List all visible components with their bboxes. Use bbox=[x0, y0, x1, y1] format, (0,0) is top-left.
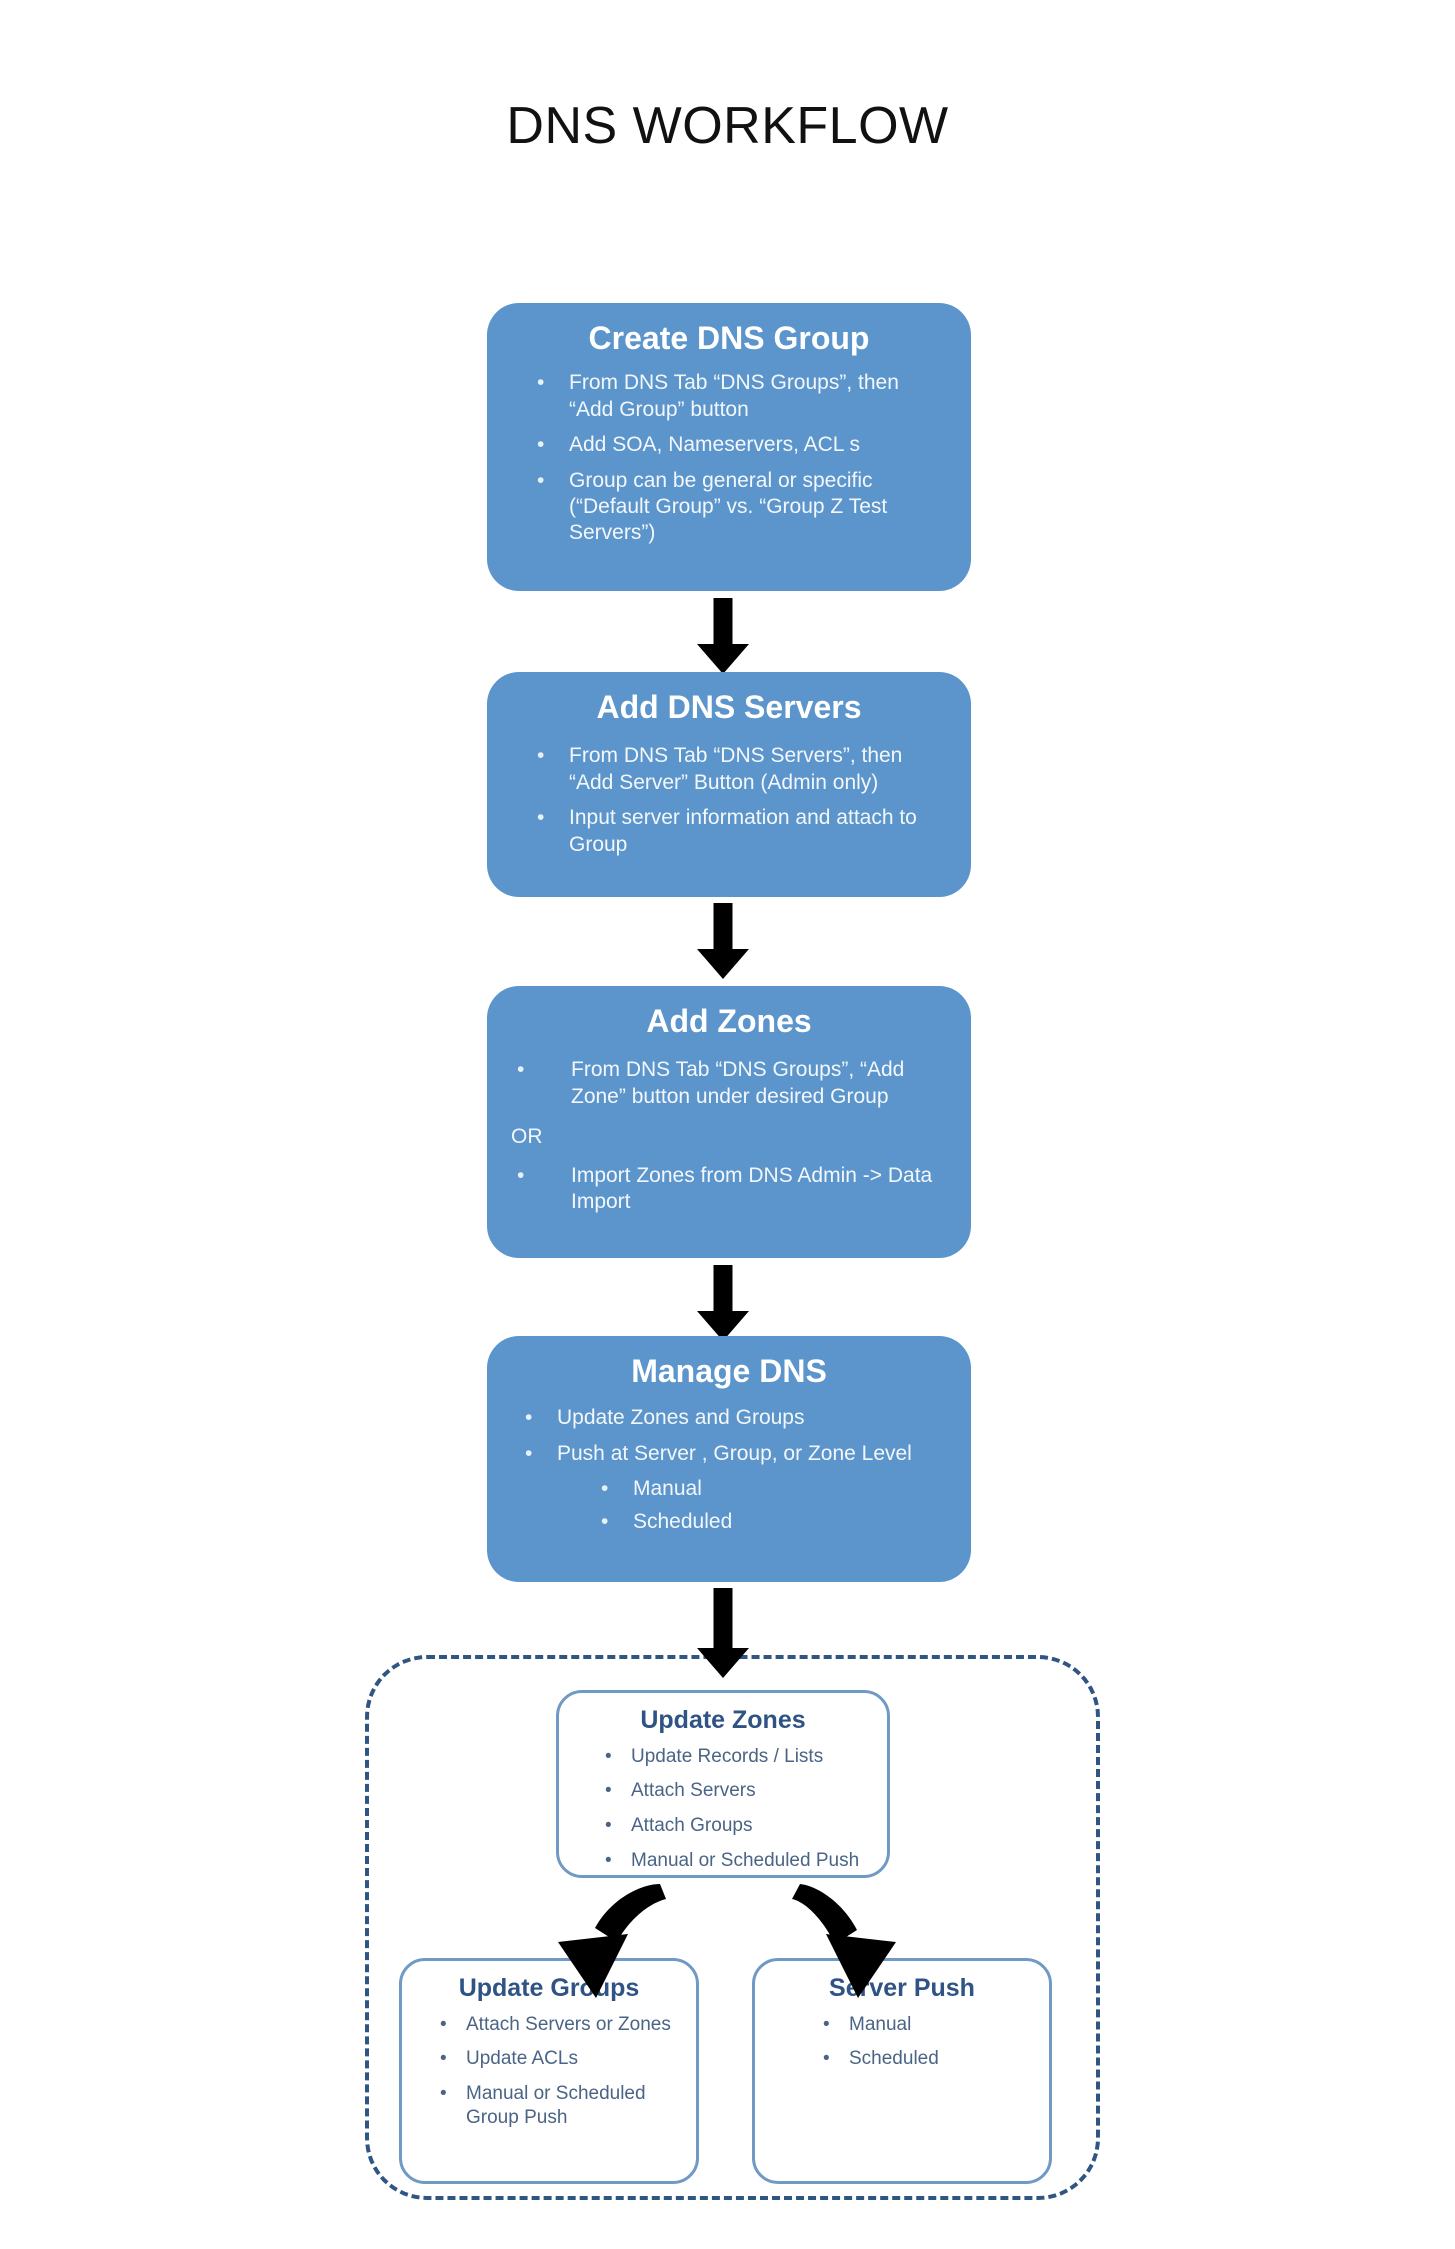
bullet-list-add-zones: • From DNS Tab “DNS Groups”, “Add Zone” … bbox=[487, 1057, 971, 1110]
list-item: • Scheduled bbox=[517, 1509, 955, 1535]
page-title: DNS WORKFLOW bbox=[506, 97, 949, 155]
bullet-glyph-icon: • bbox=[537, 806, 545, 830]
list-item: • Attach Servers bbox=[595, 1779, 877, 1803]
list-item: • Input server information and attach to… bbox=[529, 805, 941, 858]
process-box-add-zones[interactable]: Add Zones • From DNS Tab “DNS Groups”, “… bbox=[487, 986, 971, 1258]
list-item: • Import Zones from DNS Admin -> Data Im… bbox=[509, 1163, 943, 1216]
list-item: • Update ACLs bbox=[430, 2047, 680, 2071]
list-item-text: Update Records / Lists bbox=[631, 1745, 824, 1767]
list-item-text: Input server information and attach to G… bbox=[569, 806, 917, 856]
list-item: • Attach Groups bbox=[595, 1814, 877, 1838]
bullet-glyph-icon: • bbox=[605, 1745, 612, 1767]
list-item: • Update Zones and Groups bbox=[517, 1405, 955, 1431]
list-item-text: From DNS Tab “DNS Groups”, “Add Zone” bu… bbox=[571, 1058, 905, 1108]
detail-box-update-groups[interactable]: Update Groups • Attach Servers or Zones … bbox=[399, 1958, 699, 2184]
list-item-text: Scheduled bbox=[849, 2048, 939, 2070]
bullet-glyph-icon: • bbox=[525, 1406, 533, 1430]
bullet-list-add-dns-servers: • From DNS Tab “DNS Servers”, then “Add … bbox=[487, 743, 971, 858]
list-item-text: Manual or Scheduled Group Push bbox=[466, 2083, 646, 2128]
list-item-text: Manual bbox=[633, 1477, 702, 1501]
bullet-list-create-dns-group: • From DNS Tab “DNS Groups”, then “Add G… bbox=[487, 370, 971, 547]
detail-box-update-zones[interactable]: Update Zones • Update Records / Lists • … bbox=[556, 1690, 890, 1878]
bullet-glyph-icon: • bbox=[440, 2013, 447, 2035]
bullet-list-update-zones: • Update Records / Lists • Attach Server… bbox=[559, 1745, 887, 1873]
list-item: • From DNS Tab “DNS Groups”, “Add Zone” … bbox=[509, 1057, 943, 1110]
bullet-glyph-icon: • bbox=[823, 2013, 830, 2035]
list-item-text: Add SOA, Nameservers, ACL s bbox=[569, 433, 860, 457]
list-item-text: Attach Servers or Zones bbox=[466, 2013, 671, 2035]
list-item-text: Manual bbox=[849, 2013, 912, 2035]
list-item-text: Push at Server , Group, or Zone Level bbox=[557, 1441, 912, 1465]
list-item: • Push at Server , Group, or Zone Level bbox=[517, 1441, 955, 1467]
list-item-text: Manual or Scheduled Push bbox=[631, 1849, 860, 1871]
process-box-create-dns-group[interactable]: Create DNS Group • From DNS Tab “DNS Gro… bbox=[487, 303, 971, 591]
bullet-glyph-icon: • bbox=[537, 468, 545, 492]
down-arrow-icon-4 bbox=[679, 1588, 767, 1678]
bullet-glyph-icon: • bbox=[517, 1058, 525, 1082]
bullet-glyph-icon: • bbox=[605, 1780, 612, 1802]
list-item-text: From DNS Tab “DNS Groups”, then “Add Gro… bbox=[569, 371, 899, 421]
box-heading-update-zones: Update Zones bbox=[640, 1706, 806, 1734]
list-item: • Scheduled bbox=[813, 2047, 1033, 2071]
down-arrow-icon-1 bbox=[679, 598, 767, 675]
bullet-glyph-icon: • bbox=[537, 744, 545, 768]
box-heading-create-dns-group: Create DNS Group bbox=[588, 320, 870, 356]
bullet-glyph-icon: • bbox=[517, 1163, 525, 1187]
list-item: • Manual or Scheduled Push bbox=[595, 1849, 877, 1873]
bullet-glyph-icon: • bbox=[605, 1815, 612, 1836]
bullet-list-server-push: • Manual • Scheduled bbox=[755, 2013, 1049, 2072]
list-item-text: Scheduled bbox=[633, 1509, 733, 1533]
bullet-glyph-icon: • bbox=[823, 2048, 830, 2070]
box-heading-manage-dns: Manage DNS bbox=[631, 1353, 827, 1389]
list-item: • Group can be general or specific (“Def… bbox=[529, 468, 937, 547]
down-arrow-icon-3 bbox=[679, 1265, 767, 1342]
box-heading-add-dns-servers: Add DNS Servers bbox=[596, 689, 862, 725]
bullet-list-add-zones-import: • Import Zones from DNS Admin -> Data Im… bbox=[487, 1163, 971, 1216]
list-item-text: Attach Groups bbox=[631, 1815, 753, 1836]
bullet-glyph-icon: • bbox=[537, 433, 545, 457]
list-item: • Manual bbox=[517, 1476, 955, 1502]
list-item: • Manual bbox=[813, 2013, 1033, 2037]
list-item-text: From DNS Tab “DNS Servers”, then “Add Se… bbox=[569, 744, 903, 794]
list-item-text: Attach Servers bbox=[631, 1780, 756, 1802]
list-item: • Add SOA, Nameservers, ACL s bbox=[529, 432, 937, 458]
box-heading-update-groups: Update Groups bbox=[458, 1974, 640, 2002]
bullet-list-update-groups: • Attach Servers or Zones • Update ACLs … bbox=[402, 2013, 696, 2130]
list-item-text: Update Zones and Groups bbox=[557, 1406, 805, 1430]
bullet-glyph-icon: • bbox=[537, 371, 545, 395]
bullet-glyph-icon: • bbox=[525, 1441, 533, 1465]
process-box-add-dns-servers[interactable]: Add DNS Servers • From DNS Tab “DNS Serv… bbox=[487, 672, 971, 897]
process-box-manage-dns[interactable]: Manage DNS • Update Zones and Groups • P… bbox=[487, 1336, 971, 1582]
bullet-glyph-icon: • bbox=[440, 2048, 447, 2070]
list-item: • From DNS Tab “DNS Groups”, then “Add G… bbox=[529, 370, 937, 423]
list-item: • From DNS Tab “DNS Servers”, then “Add … bbox=[529, 743, 941, 796]
sub-bullet-list-manage-dns: • Manual • Scheduled bbox=[487, 1476, 971, 1535]
bullet-glyph-icon: • bbox=[601, 1477, 609, 1501]
box-heading-add-zones: Add Zones bbox=[646, 1003, 812, 1039]
bullet-glyph-icon: • bbox=[440, 2083, 447, 2104]
list-item-text: Update ACLs bbox=[466, 2048, 578, 2070]
list-item: • Manual or Scheduled Group Push bbox=[430, 2082, 680, 2130]
list-item: • Update Records / Lists bbox=[595, 1745, 877, 1769]
bullet-glyph-icon: • bbox=[605, 1849, 612, 1871]
list-item-text: Import Zones from DNS Admin -> Data Impo… bbox=[571, 1163, 933, 1213]
box-heading-server-push: Server Push bbox=[829, 1974, 975, 2002]
list-item: • Attach Servers or Zones bbox=[430, 2013, 680, 2037]
list-item-text: Group can be general or specific (“Defau… bbox=[569, 468, 888, 545]
or-separator-label: OR bbox=[511, 1125, 543, 1149]
bullet-glyph-icon: • bbox=[601, 1509, 609, 1533]
down-arrow-icon-2 bbox=[679, 903, 767, 980]
detail-box-server-push[interactable]: Server Push • Manual • Scheduled bbox=[752, 1958, 1052, 2184]
bullet-list-manage-dns: • Update Zones and Groups • Push at Serv… bbox=[487, 1405, 971, 1467]
